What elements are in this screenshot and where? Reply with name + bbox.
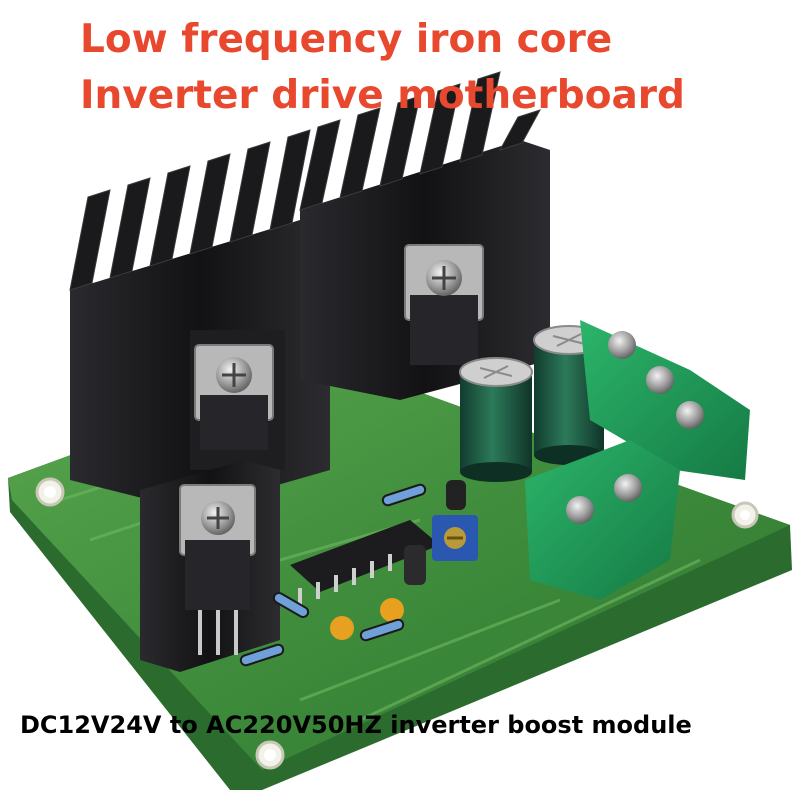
capacitor-left	[459, 357, 533, 482]
title-line-1: Low frequency iron core	[80, 17, 613, 62]
title-line-2: Inverter drive motherboard	[80, 73, 685, 118]
heatsink-small	[140, 460, 280, 672]
product-caption: DC12V24V to AC220V50HZ inverter boost mo…	[20, 711, 692, 739]
product-title: Low frequency iron core Inverter drive m…	[80, 12, 780, 124]
driver-ic	[290, 520, 440, 605]
heatsink-left	[69, 129, 330, 510]
terminal-block-rear	[580, 320, 750, 480]
potentiometer	[432, 515, 478, 561]
transistor-right	[404, 244, 484, 365]
terminal-block-front	[525, 440, 680, 600]
transistor-left	[194, 344, 274, 450]
small-components	[239, 480, 466, 667]
